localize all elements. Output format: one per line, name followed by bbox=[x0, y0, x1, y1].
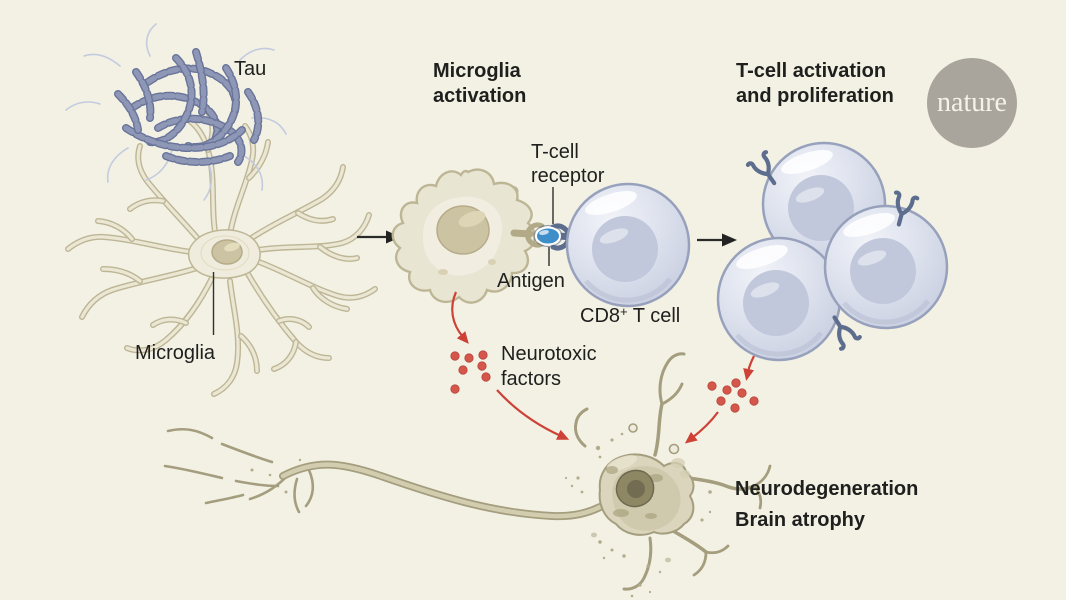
resting-microglia bbox=[65, 107, 378, 397]
title-line: Neurodegeneration bbox=[735, 478, 919, 500]
neurotoxic-dots-right bbox=[707, 378, 759, 413]
antigen-label: Antigen bbox=[497, 270, 565, 292]
neurotoxic-factors-label: Neurotoxic factors bbox=[501, 343, 597, 390]
nature-logo-text: nature bbox=[937, 87, 1007, 118]
cd8-t-cell bbox=[567, 184, 689, 306]
tcell-receptor-label: T-cell receptor bbox=[531, 141, 605, 187]
tau-label: Tau bbox=[234, 58, 267, 80]
title-line: Brain atrophy bbox=[735, 509, 866, 531]
proliferating-t-cells bbox=[718, 143, 947, 360]
title-line: Microglia bbox=[433, 60, 521, 82]
cd8-t-cell-label: CD8+ T cell bbox=[580, 304, 681, 327]
antigen-molecule bbox=[535, 226, 561, 246]
title-line: T-cell activation bbox=[736, 60, 887, 82]
microglia-activation-title: Microglia activation bbox=[433, 59, 526, 109]
mhc-molecule bbox=[525, 222, 545, 248]
tcell-activation-title: T-cell activation and proliferation bbox=[736, 59, 894, 109]
microglia-label: Microglia bbox=[135, 342, 216, 364]
outcome-label: Neurodegeneration Brain atrophy bbox=[735, 474, 918, 536]
degenerating-neuron bbox=[163, 352, 772, 598]
superscript-plus: + bbox=[620, 304, 628, 319]
neurotoxic-arrows bbox=[451, 291, 755, 444]
tau-bead-chains bbox=[114, 48, 263, 166]
title-line: and proliferation bbox=[736, 85, 894, 107]
tau-tangle bbox=[65, 23, 287, 201]
title-line: activation bbox=[433, 85, 527, 107]
activated-microglia bbox=[391, 168, 536, 304]
neurotoxic-dots-left bbox=[450, 350, 491, 394]
nature-logo: nature bbox=[927, 58, 1017, 148]
